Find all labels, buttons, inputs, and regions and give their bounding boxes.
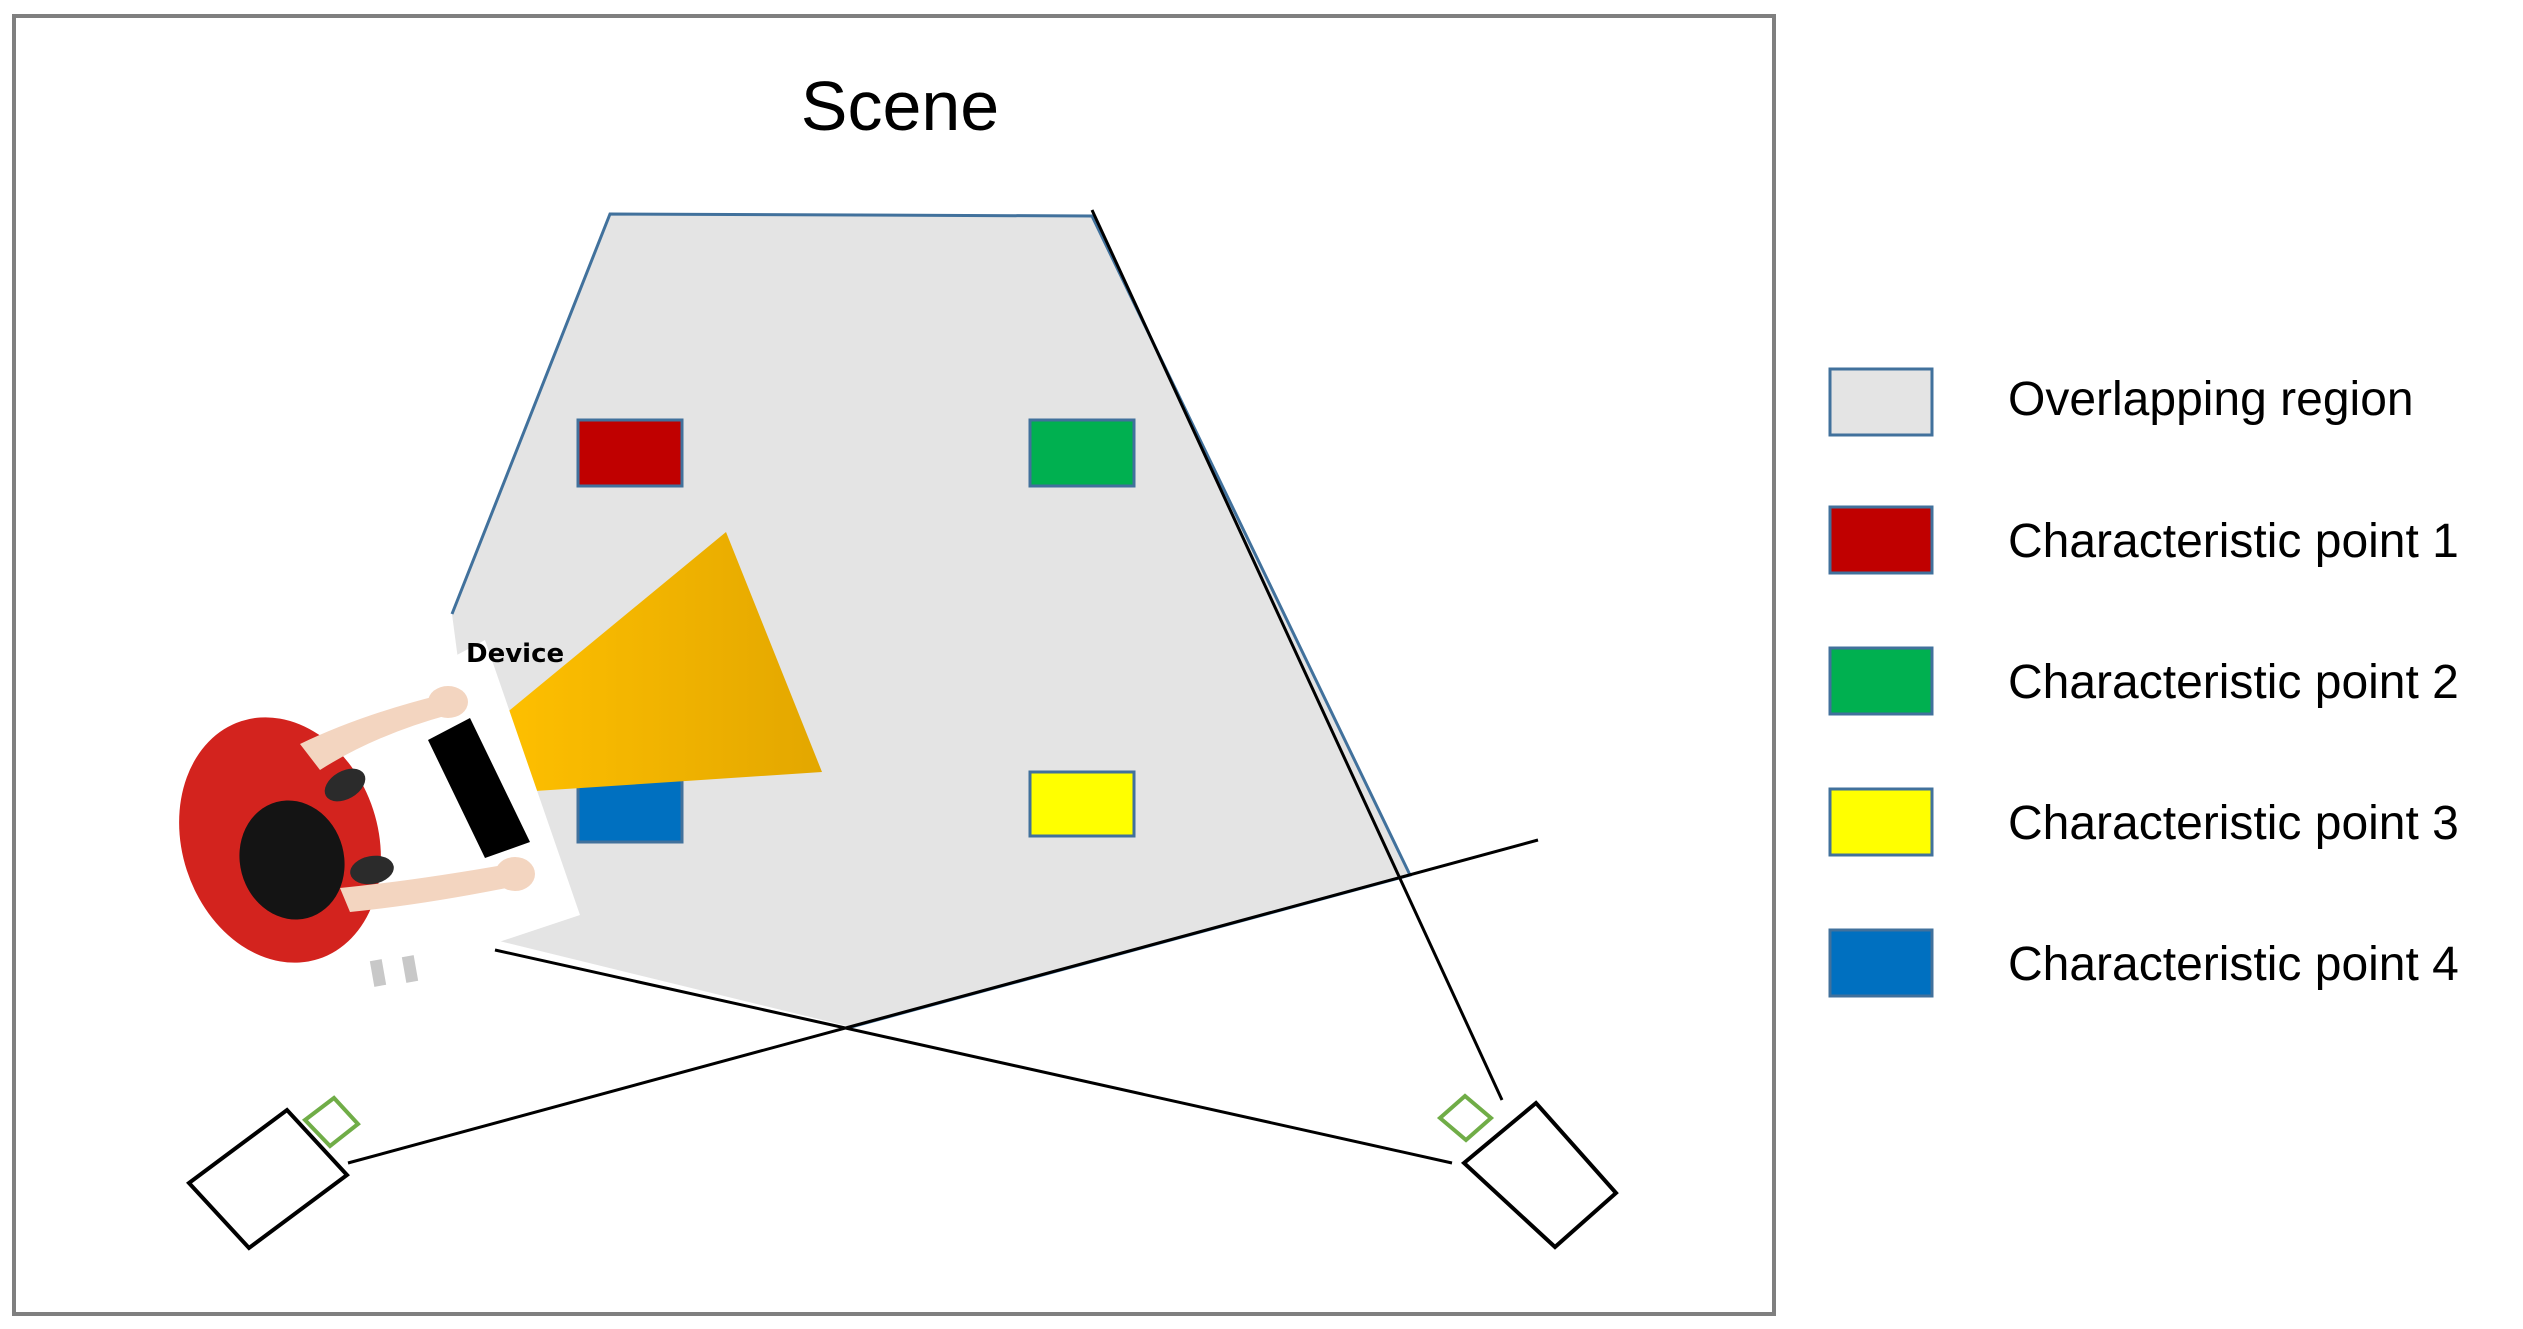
camera-left — [186, 1095, 361, 1251]
legend-label-characteristic-point-1: Characteristic point 1 — [2008, 515, 2459, 568]
person-shoulder-lower — [350, 855, 394, 885]
person-foot-right — [401, 955, 419, 983]
person-head — [239, 800, 345, 920]
camera-right-lens — [1436, 1093, 1495, 1143]
legend-swatch-characteristic-point-2 — [1828, 646, 1934, 716]
camera-left-lens — [301, 1095, 361, 1149]
characteristic-point-2 — [1028, 418, 1136, 488]
camera-right — [1436, 1093, 1619, 1250]
legend-label-overlapping-region: Overlapping region — [2008, 373, 2414, 426]
person-arm-lower — [340, 862, 526, 912]
legend-swatch-characteristic-point-4 — [1828, 928, 1934, 998]
device-screen — [428, 718, 530, 858]
person-with-device — [179, 640, 580, 987]
legend-label-characteristic-point-3: Characteristic point 3 — [2008, 797, 2459, 850]
characteristic-point-1 — [576, 418, 684, 488]
device-camera-frustum — [493, 532, 822, 792]
legend-label-characteristic-point-4: Characteristic point 4 — [2008, 938, 2459, 991]
camera-left-body — [186, 1107, 350, 1251]
legend-swatch-overlapping-region — [1828, 367, 1934, 437]
characteristic-point-3 — [1028, 770, 1136, 838]
camera-right-body — [1460, 1100, 1619, 1250]
characteristic-point-4 — [576, 776, 684, 844]
legend-swatch-characteristic-point-3 — [1828, 787, 1934, 857]
person-shoulder-upper — [324, 768, 366, 802]
person-hand-upper — [428, 686, 468, 718]
person-foot-left — [369, 959, 387, 987]
camera-left-view-line — [347, 838, 1539, 1165]
device-label: Device — [466, 639, 564, 669]
legend-swatch-characteristic-point-1 — [1828, 505, 1934, 575]
legend-label-characteristic-point-2: Characteristic point 2 — [2008, 656, 2459, 709]
camera-right-view-line-top — [1090, 209, 1504, 1101]
overlapping-region — [452, 214, 1410, 1027]
legend: Overlapping region Characteristic point … — [1828, 367, 2459, 998]
camera-right-view-line-bottom — [494, 948, 1453, 1165]
person-arm-upper — [300, 695, 448, 770]
person-hand-lower — [495, 857, 535, 891]
scene-title: Scene — [801, 67, 999, 145]
